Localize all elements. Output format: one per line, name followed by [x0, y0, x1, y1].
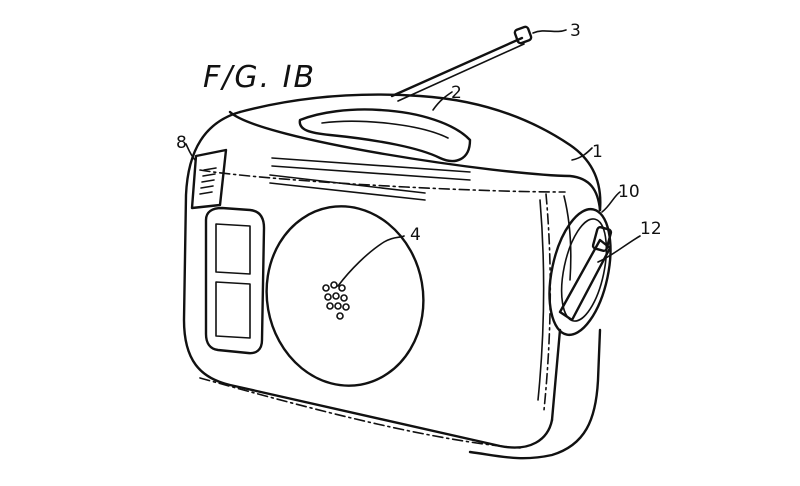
- label-crank-handle: 12: [640, 219, 662, 239]
- label-handle: 2: [451, 83, 462, 103]
- figure-title: F/G. IB: [203, 60, 316, 95]
- crank-assembly: [548, 207, 613, 337]
- label-antenna: 3: [570, 21, 581, 41]
- carry-handle: [298, 108, 472, 163]
- label-crank-housing: 10: [618, 182, 640, 202]
- window-panels: [204, 206, 266, 355]
- leader-lines: [185, 29, 641, 287]
- radio-body: [182, 93, 602, 460]
- top-grooves: [269, 157, 471, 201]
- antenna: [390, 25, 533, 102]
- label-body: 1: [592, 142, 603, 162]
- speaker: [265, 205, 425, 387]
- label-speaker: 4: [410, 225, 421, 245]
- tuning-dial: [190, 148, 228, 210]
- label-tuning-dial: 8: [176, 133, 187, 153]
